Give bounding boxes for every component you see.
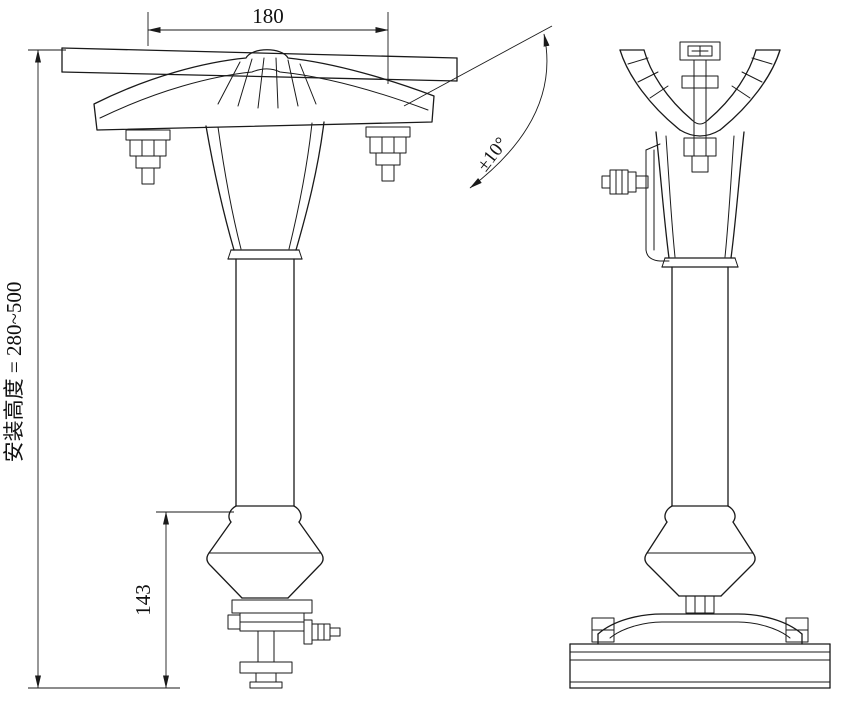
bell-body bbox=[205, 121, 325, 260]
rail-clamp bbox=[227, 599, 341, 689]
side-column bbox=[671, 266, 729, 507]
dim-install-height: 安装高度 = 280~500 bbox=[2, 49, 180, 689]
column bbox=[235, 258, 295, 507]
fork-rib-lines bbox=[627, 57, 773, 99]
bolt-right bbox=[365, 126, 411, 182]
dim-install-height-label: 安装高度 = 280~500 bbox=[2, 282, 26, 463]
dim-width-label: 180 bbox=[252, 4, 284, 28]
base-cone bbox=[206, 505, 324, 599]
dim-lower-height-143: 143 bbox=[131, 511, 234, 689]
beam bbox=[61, 47, 458, 82]
bottom-nut bbox=[685, 595, 715, 614]
bolt-left bbox=[125, 129, 171, 185]
side-base-cone bbox=[644, 505, 756, 597]
saddle bbox=[93, 49, 435, 131]
dim-lower-height-label: 143 bbox=[131, 584, 155, 616]
side-bolt bbox=[601, 169, 649, 195]
saddle-rib-lines bbox=[217, 57, 317, 109]
fork-arms bbox=[619, 49, 781, 137]
side-body bbox=[645, 131, 745, 268]
dim-tilt-angle: ±10° bbox=[403, 25, 553, 189]
base-rail bbox=[569, 613, 831, 689]
top-clamp-bolt bbox=[679, 41, 721, 173]
front-view bbox=[61, 47, 458, 689]
side-view bbox=[569, 41, 831, 689]
dim-width-180: 180 bbox=[147, 4, 389, 84]
